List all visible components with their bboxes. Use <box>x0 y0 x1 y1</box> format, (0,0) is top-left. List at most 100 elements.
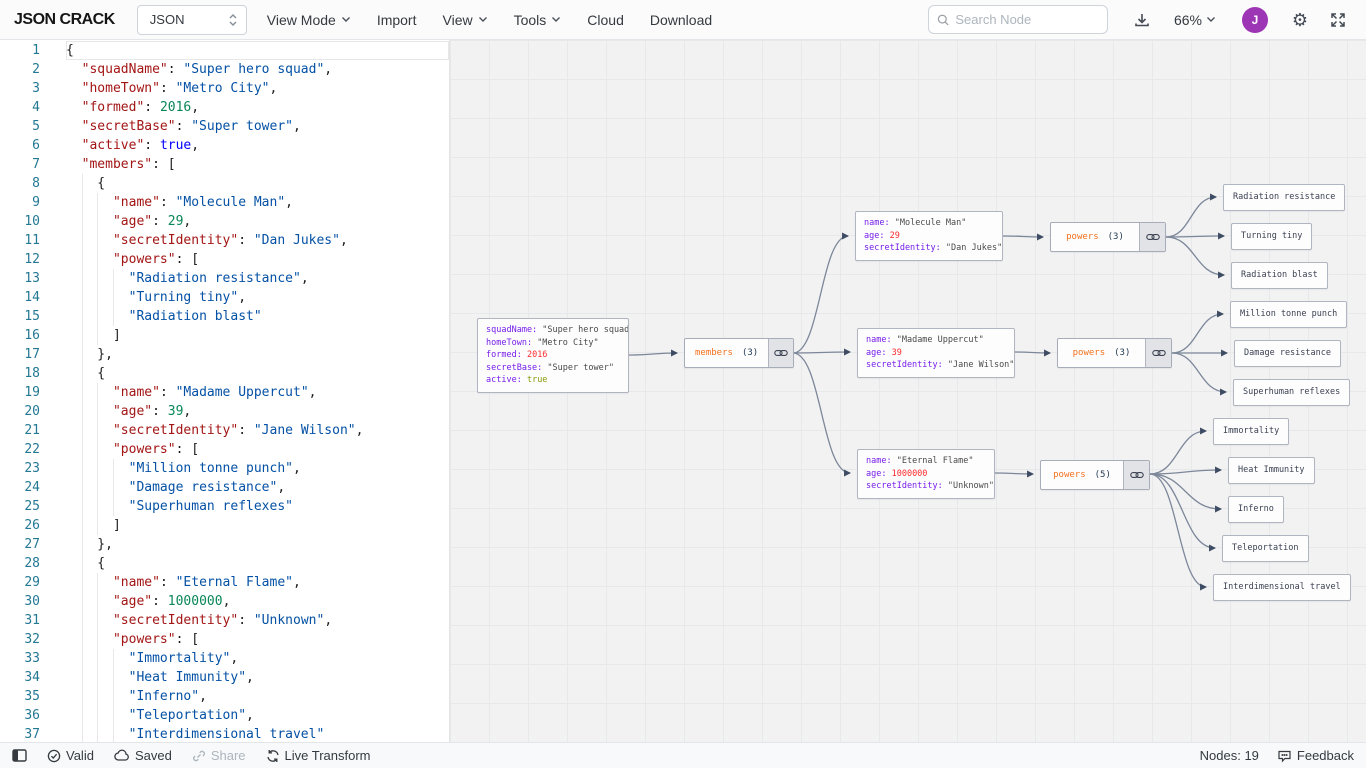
editor-line[interactable]: 33 "Immortality", <box>0 649 449 668</box>
editor-line[interactable]: 11 "secretIdentity": "Dan Jukes", <box>0 231 449 250</box>
editor-line[interactable]: 3 "homeTown": "Metro City", <box>0 79 449 98</box>
graph-node-leaf-immortality[interactable]: Immortality <box>1213 418 1290 445</box>
editor-line[interactable]: 30 "age": 1000000, <box>0 592 449 611</box>
user-avatar[interactable]: J <box>1242 6 1268 33</box>
line-number: 16 <box>24 328 40 343</box>
graph-node-leaf-damage-resistance[interactable]: Damage resistance <box>1234 340 1341 367</box>
editor-line[interactable]: 15 "Radiation blast" <box>0 307 449 326</box>
refresh-cycle-icon <box>266 749 279 762</box>
editor-line[interactable]: 24 "Damage resistance", <box>0 478 449 497</box>
editor-line[interactable]: 26 ] <box>0 516 449 535</box>
toggle-editor-panel-button[interactable] <box>12 749 27 762</box>
search-node-box[interactable] <box>927 5 1108 34</box>
saved-status[interactable]: Saved <box>114 748 172 763</box>
menu-view-mode[interactable]: View Mode <box>267 12 351 28</box>
editor-line[interactable]: 31 "secretIdentity": "Unknown", <box>0 611 449 630</box>
graph-node-leaf-superhuman-reflexes[interactable]: Superhuman reflexes <box>1233 379 1351 406</box>
menu-view[interactable]: View <box>443 12 488 28</box>
editor-line[interactable]: 9 "name": "Molecule Man", <box>0 193 449 212</box>
graph-node-leaf-heat-immunity[interactable]: Heat Immunity <box>1228 457 1315 484</box>
editor-line[interactable]: 37 "Interdimensional travel" <box>0 725 449 742</box>
graph-node-root[interactable]: squadName: "Super hero squad"homeTown: "… <box>477 318 629 393</box>
fullscreen-button[interactable] <box>1324 6 1352 34</box>
editor-line[interactable]: 19 "name": "Madame Uppercut", <box>0 383 449 402</box>
line-number: 9 <box>32 195 40 210</box>
status-bar-right: Nodes: 19 Feedback <box>1200 748 1354 763</box>
feedback-button[interactable]: Feedback <box>1277 748 1354 763</box>
settings-button[interactable]: ⚙ <box>1286 6 1314 34</box>
editor-line[interactable]: 27 }, <box>0 535 449 554</box>
graph-node-leaf-million-tonne-punch[interactable]: Million tonne punch <box>1230 301 1348 328</box>
graph-node-powers-1[interactable]: powers(3) <box>1050 222 1166 252</box>
graph-canvas[interactable]: squadName: "Super hero squad"homeTown: "… <box>450 40 1366 742</box>
editor-line[interactable]: 32 "powers": [ <box>0 630 449 649</box>
indent-guide <box>97 459 99 478</box>
editor-line[interactable]: 22 "powers": [ <box>0 440 449 459</box>
editor-line[interactable]: 17 }, <box>0 345 449 364</box>
editor-line[interactable]: 7 "members": [ <box>0 155 449 174</box>
editor-line[interactable]: 21 "secretIdentity": "Jane Wilson", <box>0 421 449 440</box>
editor-line[interactable]: 2 "squadName": "Super hero squad", <box>0 60 449 79</box>
valid-status[interactable]: Valid <box>47 748 94 763</box>
editor-line[interactable]: 29 "name": "Eternal Flame", <box>0 573 449 592</box>
menu-cloud[interactable]: Cloud <box>587 11 624 28</box>
editor-line[interactable]: 13 "Radiation resistance", <box>0 269 449 288</box>
collapse-node-button[interactable] <box>1123 461 1149 489</box>
editor-line[interactable]: 23 "Million tonne punch", <box>0 459 449 478</box>
menu-download[interactable]: Download <box>649 11 713 28</box>
graph-node-leaf-interdimensional-travel[interactable]: Interdimensional travel <box>1213 574 1351 601</box>
app-logo[interactable]: JSON CRACK <box>14 10 115 28</box>
search-input[interactable] <box>955 12 1099 27</box>
editor-line[interactable]: 34 "Heat Immunity", <box>0 668 449 687</box>
editor-line[interactable]: 8 { <box>0 174 449 193</box>
graph-node-leaf-turning-tiny[interactable]: Turning tiny <box>1231 223 1313 250</box>
editor-line[interactable]: 14 "Turning tiny", <box>0 288 449 307</box>
graph-node-powers-3[interactable]: powers(5) <box>1040 460 1150 490</box>
editor-line[interactable]: 4 "formed": 2016, <box>0 98 449 117</box>
editor-line[interactable]: 35 "Inferno", <box>0 687 449 706</box>
editor-line[interactable]: 28 { <box>0 554 449 573</box>
editor-line[interactable]: 1{ <box>0 41 449 60</box>
menu-import[interactable]: Import <box>376 11 417 28</box>
line-number: 30 <box>24 594 40 609</box>
share-button[interactable]: Share <box>192 748 246 763</box>
editor-line[interactable]: 5 "secretBase": "Super tower", <box>0 117 449 136</box>
editor-line[interactable]: 20 "age": 39, <box>0 402 449 421</box>
indent-guide <box>97 250 99 269</box>
graph-node-leaf-radiation-blast[interactable]: Radiation blast <box>1231 262 1328 289</box>
collapse-node-button[interactable] <box>1139 223 1165 251</box>
line-number: 20 <box>24 404 40 419</box>
graph-node-powers-2[interactable]: powers(3) <box>1057 338 1172 368</box>
graph-node-members[interactable]: members(3) <box>684 338 794 368</box>
zoom-level-dropdown[interactable]: 66% <box>1174 12 1216 28</box>
editor-line[interactable]: 36 "Teleportation", <box>0 706 449 725</box>
graph-node-leaf-inferno[interactable]: Inferno <box>1228 496 1284 523</box>
download-image-button[interactable] <box>1128 6 1156 34</box>
json-editor[interactable]: 1{2 "squadName": "Super hero squad",3 "h… <box>0 40 450 742</box>
editor-line[interactable]: 10 "age": 29, <box>0 212 449 231</box>
indent-guide <box>81 592 83 611</box>
collapse-node-button[interactable] <box>1145 339 1171 367</box>
format-select[interactable]: JSON <box>136 4 247 35</box>
indent-guide <box>81 554 83 573</box>
line-number: 32 <box>24 632 40 647</box>
editor-line[interactable]: 16 ] <box>0 326 449 345</box>
editor-line[interactable]: 25 "Superhuman reflexes" <box>0 497 449 516</box>
live-transform-toggle[interactable]: Live Transform <box>266 748 371 763</box>
indent-guide <box>97 516 99 535</box>
indent-guide <box>97 326 99 345</box>
editor-line[interactable]: 12 "powers": [ <box>0 250 449 269</box>
link-icon <box>1129 472 1144 478</box>
menu-tools[interactable]: Tools <box>514 12 562 28</box>
graph-node-leaf-radiation-resistance[interactable]: Radiation resistance <box>1223 184 1346 211</box>
collapse-node-button[interactable] <box>768 339 793 367</box>
editor-line[interactable]: 18 { <box>0 364 449 383</box>
chevron-down-icon <box>552 17 561 22</box>
editor-line[interactable]: 6 "active": true, <box>0 136 449 155</box>
graph-node-leaf-teleportation[interactable]: Teleportation <box>1222 535 1309 562</box>
link-icon <box>1151 350 1166 356</box>
main-menu: View Mode Import View Tools Cloud Downlo… <box>267 12 712 28</box>
